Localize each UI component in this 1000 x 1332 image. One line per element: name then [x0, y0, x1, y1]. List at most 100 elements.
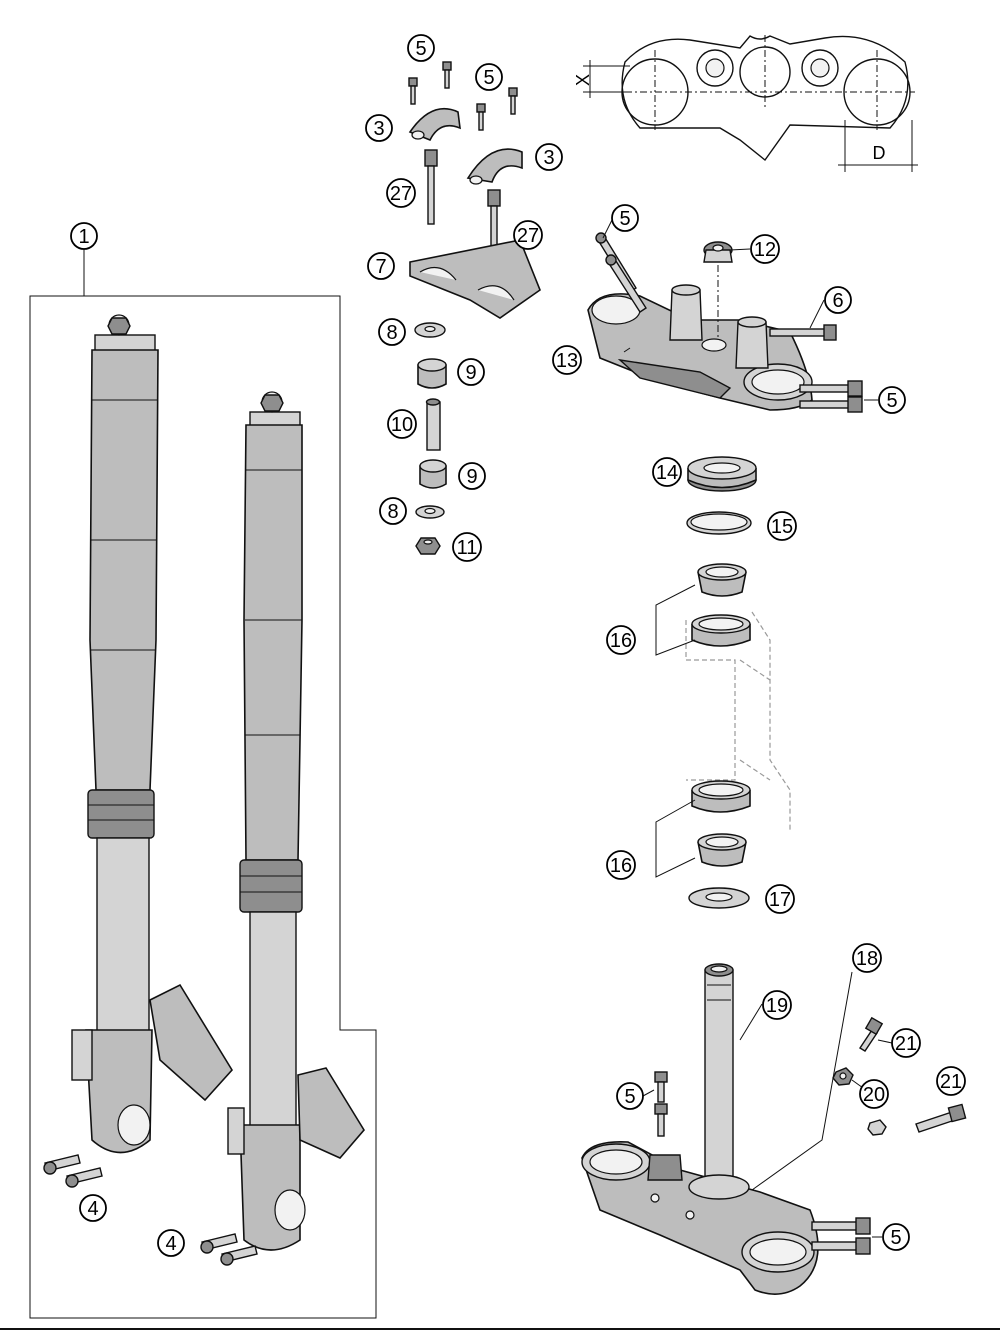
- steering-stem-19: [704, 963, 734, 1186]
- svg-text:15: 15: [771, 516, 793, 538]
- callout-19: 19: [762, 990, 792, 1020]
- svg-text:5: 5: [890, 1227, 901, 1249]
- callout-leaders: [602, 219, 893, 1238]
- spacer-sleeve: [425, 398, 441, 451]
- svg-text:5: 5: [886, 390, 897, 412]
- callout-27b: 27: [513, 220, 543, 250]
- seal-ring-17: [688, 887, 750, 909]
- svg-text:13: 13: [556, 350, 578, 372]
- callout-14: 14: [652, 457, 682, 487]
- clamp-bolts-upper-right: [799, 380, 863, 413]
- svg-text:16: 16: [610, 855, 632, 877]
- clamp-bolts-upper-left: [595, 232, 647, 313]
- svg-text:6: 6: [832, 290, 843, 312]
- svg-text:21: 21: [895, 1033, 917, 1055]
- svg-text:14: 14: [656, 462, 678, 484]
- svg-text:10: 10: [391, 414, 413, 436]
- clamp-screws-top: [408, 61, 518, 131]
- callout-18: 18: [852, 943, 882, 973]
- rubber-washer-upper: [414, 322, 446, 338]
- taper-bearing-upper: [697, 563, 747, 597]
- callout-4b: 4: [157, 1229, 185, 1257]
- callout-5e: 5: [616, 1082, 644, 1110]
- svg-text:17: 17: [769, 889, 791, 911]
- svg-text:16: 16: [610, 630, 632, 652]
- svg-text:12: 12: [754, 239, 776, 261]
- callout-6: 6: [824, 286, 852, 314]
- svg-text:5: 5: [624, 1086, 635, 1108]
- svg-text:4: 4: [165, 1233, 176, 1255]
- handlebar-clamp-base: [409, 239, 541, 319]
- svg-text:4: 4: [87, 1198, 98, 1220]
- nut-20-lower: [867, 1119, 887, 1136]
- svg-text:7: 7: [375, 256, 386, 278]
- callout-20: 20: [859, 1079, 889, 1109]
- axle-clamp-bolts-left: [43, 1154, 103, 1188]
- clamp-nut: [415, 537, 441, 555]
- callout-5a: 5: [407, 34, 435, 62]
- axle-clamp-bolts-right: [200, 1233, 258, 1266]
- callout-5b: 5: [475, 63, 503, 91]
- pinch-bolt-upper-6: [769, 324, 837, 341]
- taper-bearing-lower: [697, 833, 747, 867]
- callout-13: 13: [552, 345, 582, 375]
- steering-head-frame-ghost: [685, 611, 791, 830]
- callout-15: 15: [767, 511, 797, 541]
- callout-3a: 3: [365, 114, 393, 142]
- clamp-bolts-lower-right: [811, 1217, 871, 1255]
- handlebar-clamp-upper-right: [466, 148, 523, 185]
- svg-text:27: 27: [390, 183, 412, 205]
- bearing-race-upper: [691, 614, 751, 647]
- svg-text:21: 21: [940, 1071, 962, 1093]
- svg-text:19: 19: [766, 995, 788, 1017]
- long-bolt-left: [424, 149, 438, 225]
- rubber-bushing-upper: [417, 358, 447, 389]
- bearing-race-lower: [691, 780, 751, 813]
- callout-5d: 5: [878, 386, 906, 414]
- callout-8a: 8: [378, 318, 406, 346]
- callout-17: 17: [765, 884, 795, 914]
- rubber-washer-lower: [415, 505, 445, 519]
- svg-text:27: 27: [517, 225, 539, 247]
- callout-16b: 16: [606, 850, 636, 880]
- leader-16-lower: [655, 799, 696, 878]
- svg-text:5: 5: [619, 208, 630, 230]
- lower-triple-clamp-18: [581, 1141, 819, 1295]
- svg-text:8: 8: [386, 322, 397, 344]
- callout-1: 1: [70, 222, 98, 250]
- fork-leg-right: [227, 391, 365, 1251]
- callout-8b: 8: [379, 497, 407, 525]
- callout-11: 11: [452, 532, 482, 562]
- svg-text:8: 8: [387, 501, 398, 523]
- fork-assembly-border: [29, 295, 377, 1319]
- dust-seal-14: [687, 456, 757, 492]
- clamp-bolts-lower-left: [654, 1071, 668, 1137]
- bolt-21-lower: [915, 1103, 967, 1133]
- leader-16-upper: [655, 584, 696, 656]
- callout-16a: 16: [606, 625, 636, 655]
- svg-text:5: 5: [483, 67, 494, 89]
- callout-7: 7: [367, 252, 395, 280]
- dimension-x-label: X: [573, 74, 593, 86]
- stem-nut: [703, 241, 733, 263]
- top-clamp-outline-view: [583, 35, 918, 172]
- callout-3b: 3: [535, 143, 563, 171]
- nut-20-upper: [832, 1067, 854, 1086]
- callout-9b: 9: [458, 462, 486, 490]
- callout-5c: 5: [611, 204, 639, 232]
- handlebar-clamp-upper-left: [408, 107, 461, 142]
- leader-18: [751, 971, 853, 1191]
- svg-text:3: 3: [373, 118, 384, 140]
- svg-text:9: 9: [465, 362, 476, 384]
- fork-leg-left: [71, 314, 233, 1154]
- seal-ring-15: [686, 511, 752, 535]
- callout-5f: 5: [882, 1223, 910, 1251]
- svg-text:1: 1: [78, 226, 89, 248]
- callout-10: 10: [387, 409, 417, 439]
- callout-27a: 27: [386, 178, 416, 208]
- dimension-d-label: D: [873, 143, 886, 163]
- svg-text:20: 20: [863, 1084, 885, 1106]
- svg-text:11: 11: [457, 537, 478, 559]
- callout-12: 12: [750, 234, 780, 264]
